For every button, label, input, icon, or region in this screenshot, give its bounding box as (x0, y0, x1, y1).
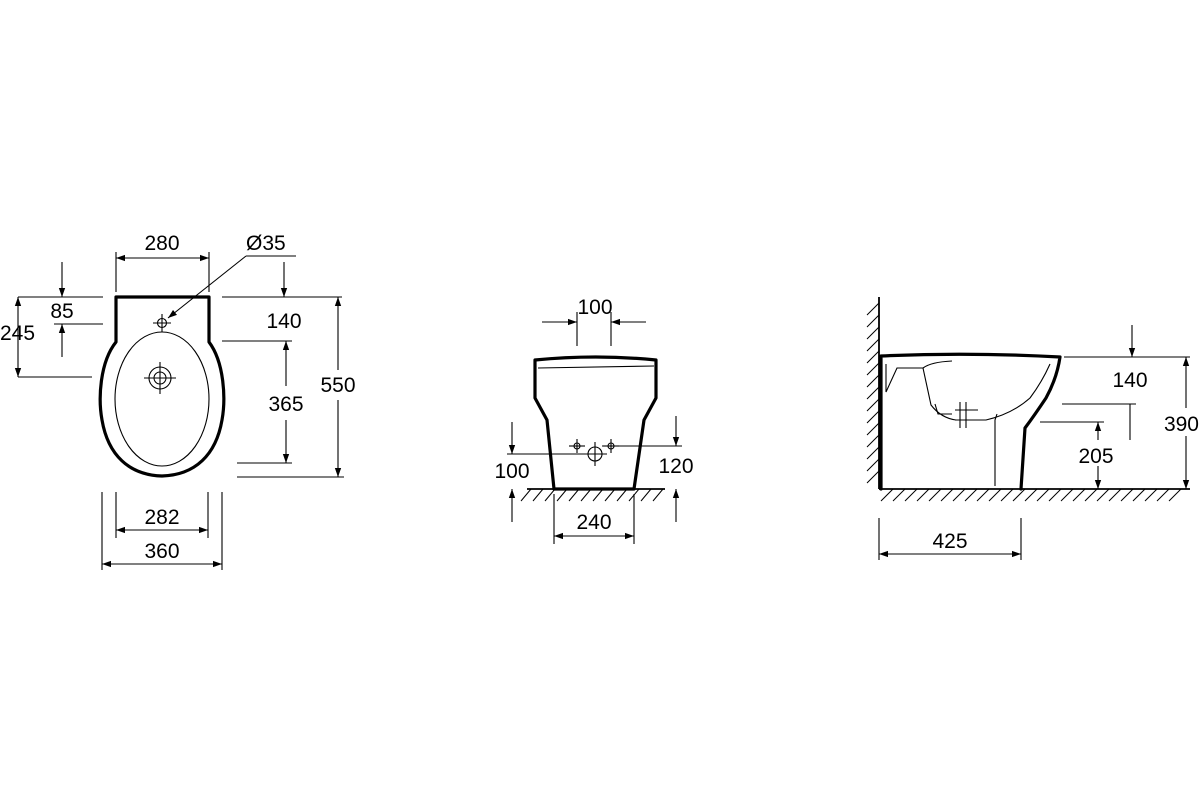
dim-diameter-35: Ø35 (246, 232, 286, 255)
dim-360: 360 (144, 540, 179, 563)
dim-100-spacing: 100 (577, 296, 612, 319)
dim-365: 365 (268, 393, 303, 416)
front-floor-hatch (520, 488, 664, 502)
dim-245: 245 (0, 322, 35, 345)
wall-hatch (866, 302, 880, 484)
dim-140-top: 140 (266, 310, 301, 333)
top-view-outline (98, 295, 226, 478)
mounting-holes-icon (569, 439, 619, 466)
side-drain-icon (955, 402, 978, 428)
dim-120: 120 (658, 455, 693, 478)
side-view-outline (879, 352, 1062, 491)
dim-205: 205 (1078, 445, 1113, 468)
top-view-bowl (114, 331, 210, 467)
dim-140-side: 140 (1112, 369, 1147, 392)
side-view: 140 205 390 425 (866, 297, 1199, 560)
front-view: 100 100 120 240 (494, 296, 694, 544)
dim-240: 240 (576, 511, 611, 534)
dim-425: 425 (932, 530, 967, 553)
side-floor-hatch (880, 488, 1182, 502)
side-view-rim (922, 360, 953, 369)
tap-hole-icon (153, 314, 171, 332)
front-view-outline (533, 355, 658, 491)
top-view: 280 Ø35 85 245 140 365 550 282 (0, 232, 356, 570)
dim-85: 85 (50, 300, 73, 323)
side-view-trap (994, 413, 998, 486)
dim-280: 280 (144, 232, 179, 255)
side-view-bowl (885, 363, 1051, 421)
dim-282: 282 (144, 506, 179, 529)
drain-icon (144, 362, 176, 394)
dim-390: 390 (1164, 413, 1199, 436)
dim-550: 550 (320, 374, 355, 397)
dim-100-height: 100 (494, 460, 529, 483)
side-view-inner-edge (934, 403, 952, 415)
